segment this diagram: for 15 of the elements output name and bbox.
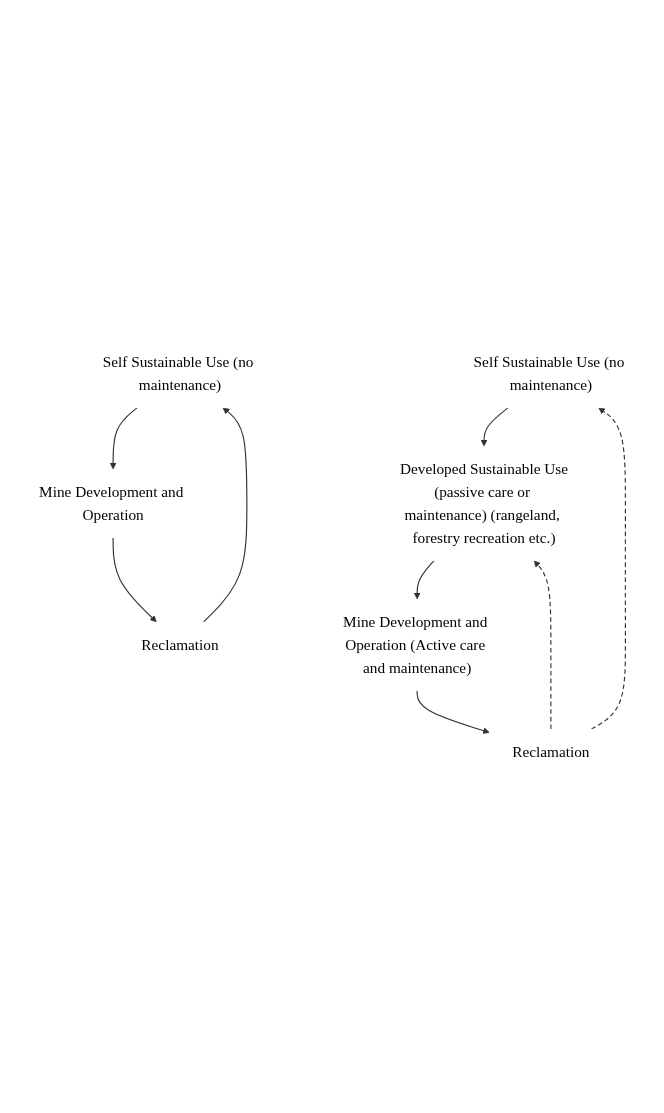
- arrow: [416, 689, 490, 734]
- node-text: Developed Sustainable Use (passive care or maintenance) (rangeland, forestry recreation etc.): [399, 460, 569, 546]
- node-text: Mine Development and Operation (Active care and maintenance): [343, 613, 488, 676]
- arrow: [590, 407, 626, 730]
- arrow: [480, 406, 509, 446]
- node-text: Self Sustainable Use (no maintenance): [102, 353, 254, 393]
- node-text: Reclamation: [512, 742, 590, 760]
- node-text: Mine Development and Operation: [39, 483, 184, 523]
- node-text: Self Sustainable Use (no maintenance): [473, 353, 625, 393]
- arrow: [413, 559, 435, 599]
- arrow: [109, 406, 138, 469]
- arrow: [203, 407, 248, 623]
- node-text: Reclamation: [141, 635, 219, 653]
- arrow: [112, 536, 157, 622]
- arrow: [533, 560, 552, 730]
